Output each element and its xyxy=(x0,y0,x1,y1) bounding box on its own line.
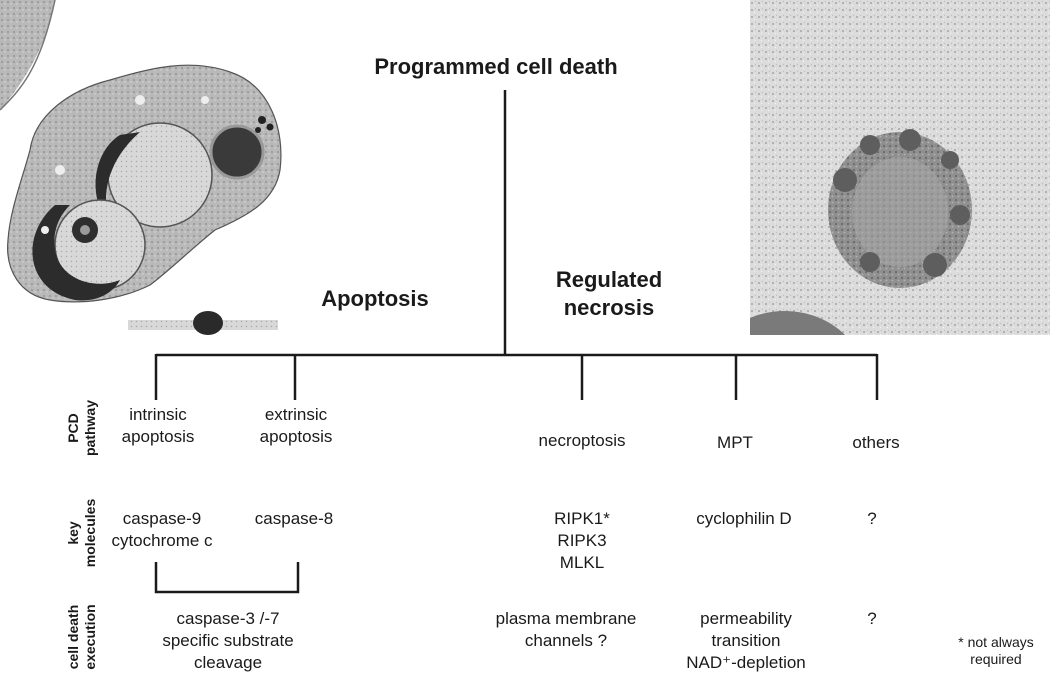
pathway-necroptosis: necroptosis xyxy=(538,431,626,450)
molecules-mpt: cyclophilin D xyxy=(696,509,792,528)
apoptosis-label: Apoptosis xyxy=(321,286,429,311)
execution-others: ? xyxy=(867,609,877,628)
apoptotic-cell-micrograph xyxy=(0,0,282,335)
diagram-title: Programmed cell death xyxy=(374,54,618,79)
necrotic-cell-micrograph xyxy=(750,0,1050,335)
pathway-others: others xyxy=(852,433,900,452)
molecules-others: ? xyxy=(867,509,877,528)
pathway-mpt: MPT xyxy=(717,433,753,452)
molecules-extrinsic: caspase-8 xyxy=(254,509,334,528)
regulated-necrosis-label: Regulated necrosis xyxy=(555,267,663,320)
